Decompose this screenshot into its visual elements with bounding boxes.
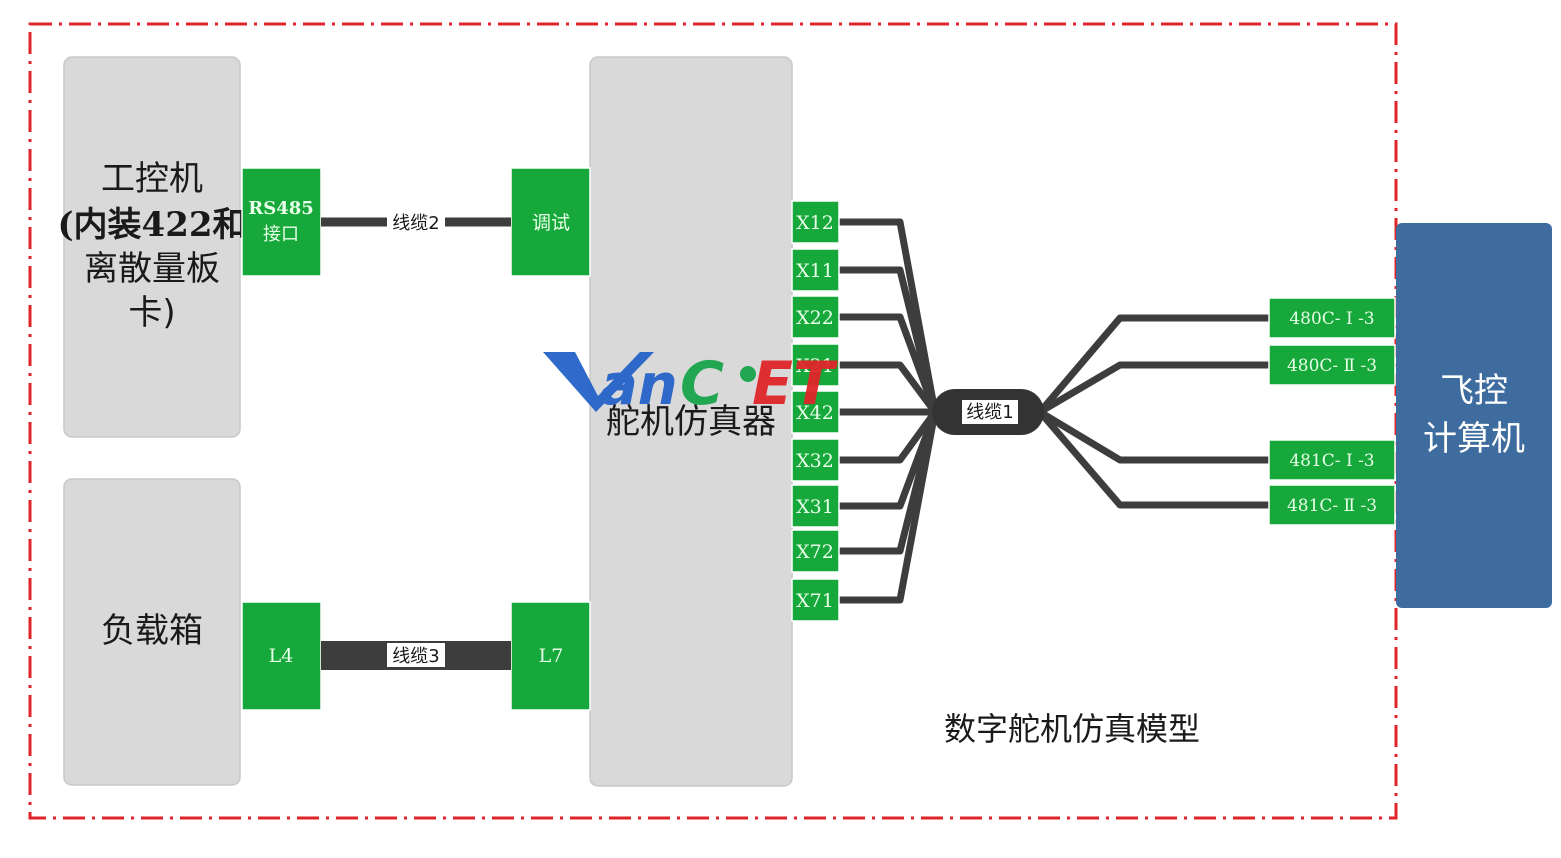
flight-computer-port-1: 480C- Ⅰ -3 — [1268, 297, 1396, 339]
debug-port: 调试 — [510, 167, 591, 277]
svg-text:ET: ET — [752, 349, 838, 419]
ipc-line-1: 工控机 — [101, 159, 203, 199]
x-port-x32: X32 — [791, 438, 840, 482]
servo-simulator: 舵机仿真器 — [589, 56, 793, 787]
flight-computer-port-2: 480C- Ⅱ -3 — [1268, 344, 1396, 386]
x-port-label: X21 — [796, 355, 834, 377]
x-port-x21: X21 — [791, 343, 840, 387]
cable-3: 线缆3 — [321, 641, 511, 670]
flight-computer-line-2: 计算机 — [1423, 419, 1525, 459]
model-label: 数字舵机仿真模型 — [944, 710, 1200, 748]
x-port-label: X71 — [796, 590, 834, 612]
svg-text:C: C — [680, 349, 724, 419]
load-box-label: 负载箱 — [101, 611, 203, 651]
l7-port-label: L7 — [539, 645, 564, 667]
cable-2: 线缆2 — [321, 210, 511, 234]
load-box: 负载箱 — [63, 478, 241, 786]
rs485-port: RS485 接口 — [241, 167, 322, 277]
cable-2-label: 线缆2 — [392, 213, 439, 234]
x-port-label: X11 — [796, 260, 834, 282]
flight-computer-port-label: 481C- Ⅱ -3 — [1287, 496, 1377, 516]
x-port-label: X22 — [796, 307, 834, 329]
x-port-label: X72 — [796, 541, 834, 563]
industrial-pc: 工控机 (内装422和 离散量板 卡) — [57, 56, 247, 438]
cable-1-label: 线缆1 — [966, 402, 1013, 423]
flight-computer-port-4: 481C- Ⅱ -3 — [1268, 484, 1396, 526]
x-port-x11: X11 — [791, 248, 840, 292]
x-port-x71: X71 — [791, 578, 840, 622]
x-port-x31: X31 — [791, 484, 840, 528]
flight-computer-port-label: 480C- Ⅰ -3 — [1289, 309, 1374, 329]
flight-computer: 飞控 计算机 — [1396, 223, 1552, 608]
ipc-line-3: 离散量板 — [84, 249, 220, 289]
rs485-port-line-1: RS485 — [248, 198, 314, 219]
flight-computer-port-3: 481C- Ⅰ -3 — [1268, 439, 1396, 481]
l7-port: L7 — [510, 601, 591, 711]
flight-computer-port-label: 480C- Ⅱ -3 — [1287, 356, 1377, 376]
watermark-logo: an C ET — [543, 349, 838, 419]
x-port-label: X42 — [796, 402, 834, 424]
svg-text:an: an — [600, 353, 678, 418]
flight-computer-port-group: 480C- Ⅰ -3 480C- Ⅱ -3 481C- Ⅰ -3 481C- Ⅱ -3 — [1268, 297, 1396, 526]
cable-1-bundle: 线缆1 — [834, 218, 1274, 604]
x-port-x72: X72 — [791, 529, 840, 573]
l4-port-label: L4 — [269, 645, 294, 667]
x-port-label: X32 — [796, 450, 834, 472]
l4-port: L4 — [241, 601, 322, 711]
x-port-x12: X12 — [791, 200, 840, 244]
ipc-line-4: 卡) — [128, 293, 175, 333]
flight-computer-line-1: 飞控 — [1440, 371, 1508, 411]
x-port-label: X31 — [796, 496, 834, 518]
x-port-label: X12 — [796, 212, 834, 234]
rs485-port-line-2: 接口 — [263, 224, 299, 245]
servo-simulator-label: 舵机仿真器 — [606, 402, 776, 442]
cable-3-label: 线缆3 — [392, 646, 439, 667]
ipc-line-2: (内装422和 — [57, 205, 246, 245]
x-port-x42: X42 — [791, 390, 840, 434]
x-port-x22: X22 — [791, 295, 840, 339]
debug-port-label: 调试 — [532, 212, 570, 234]
flight-computer-port-label: 481C- Ⅰ -3 — [1289, 451, 1374, 471]
